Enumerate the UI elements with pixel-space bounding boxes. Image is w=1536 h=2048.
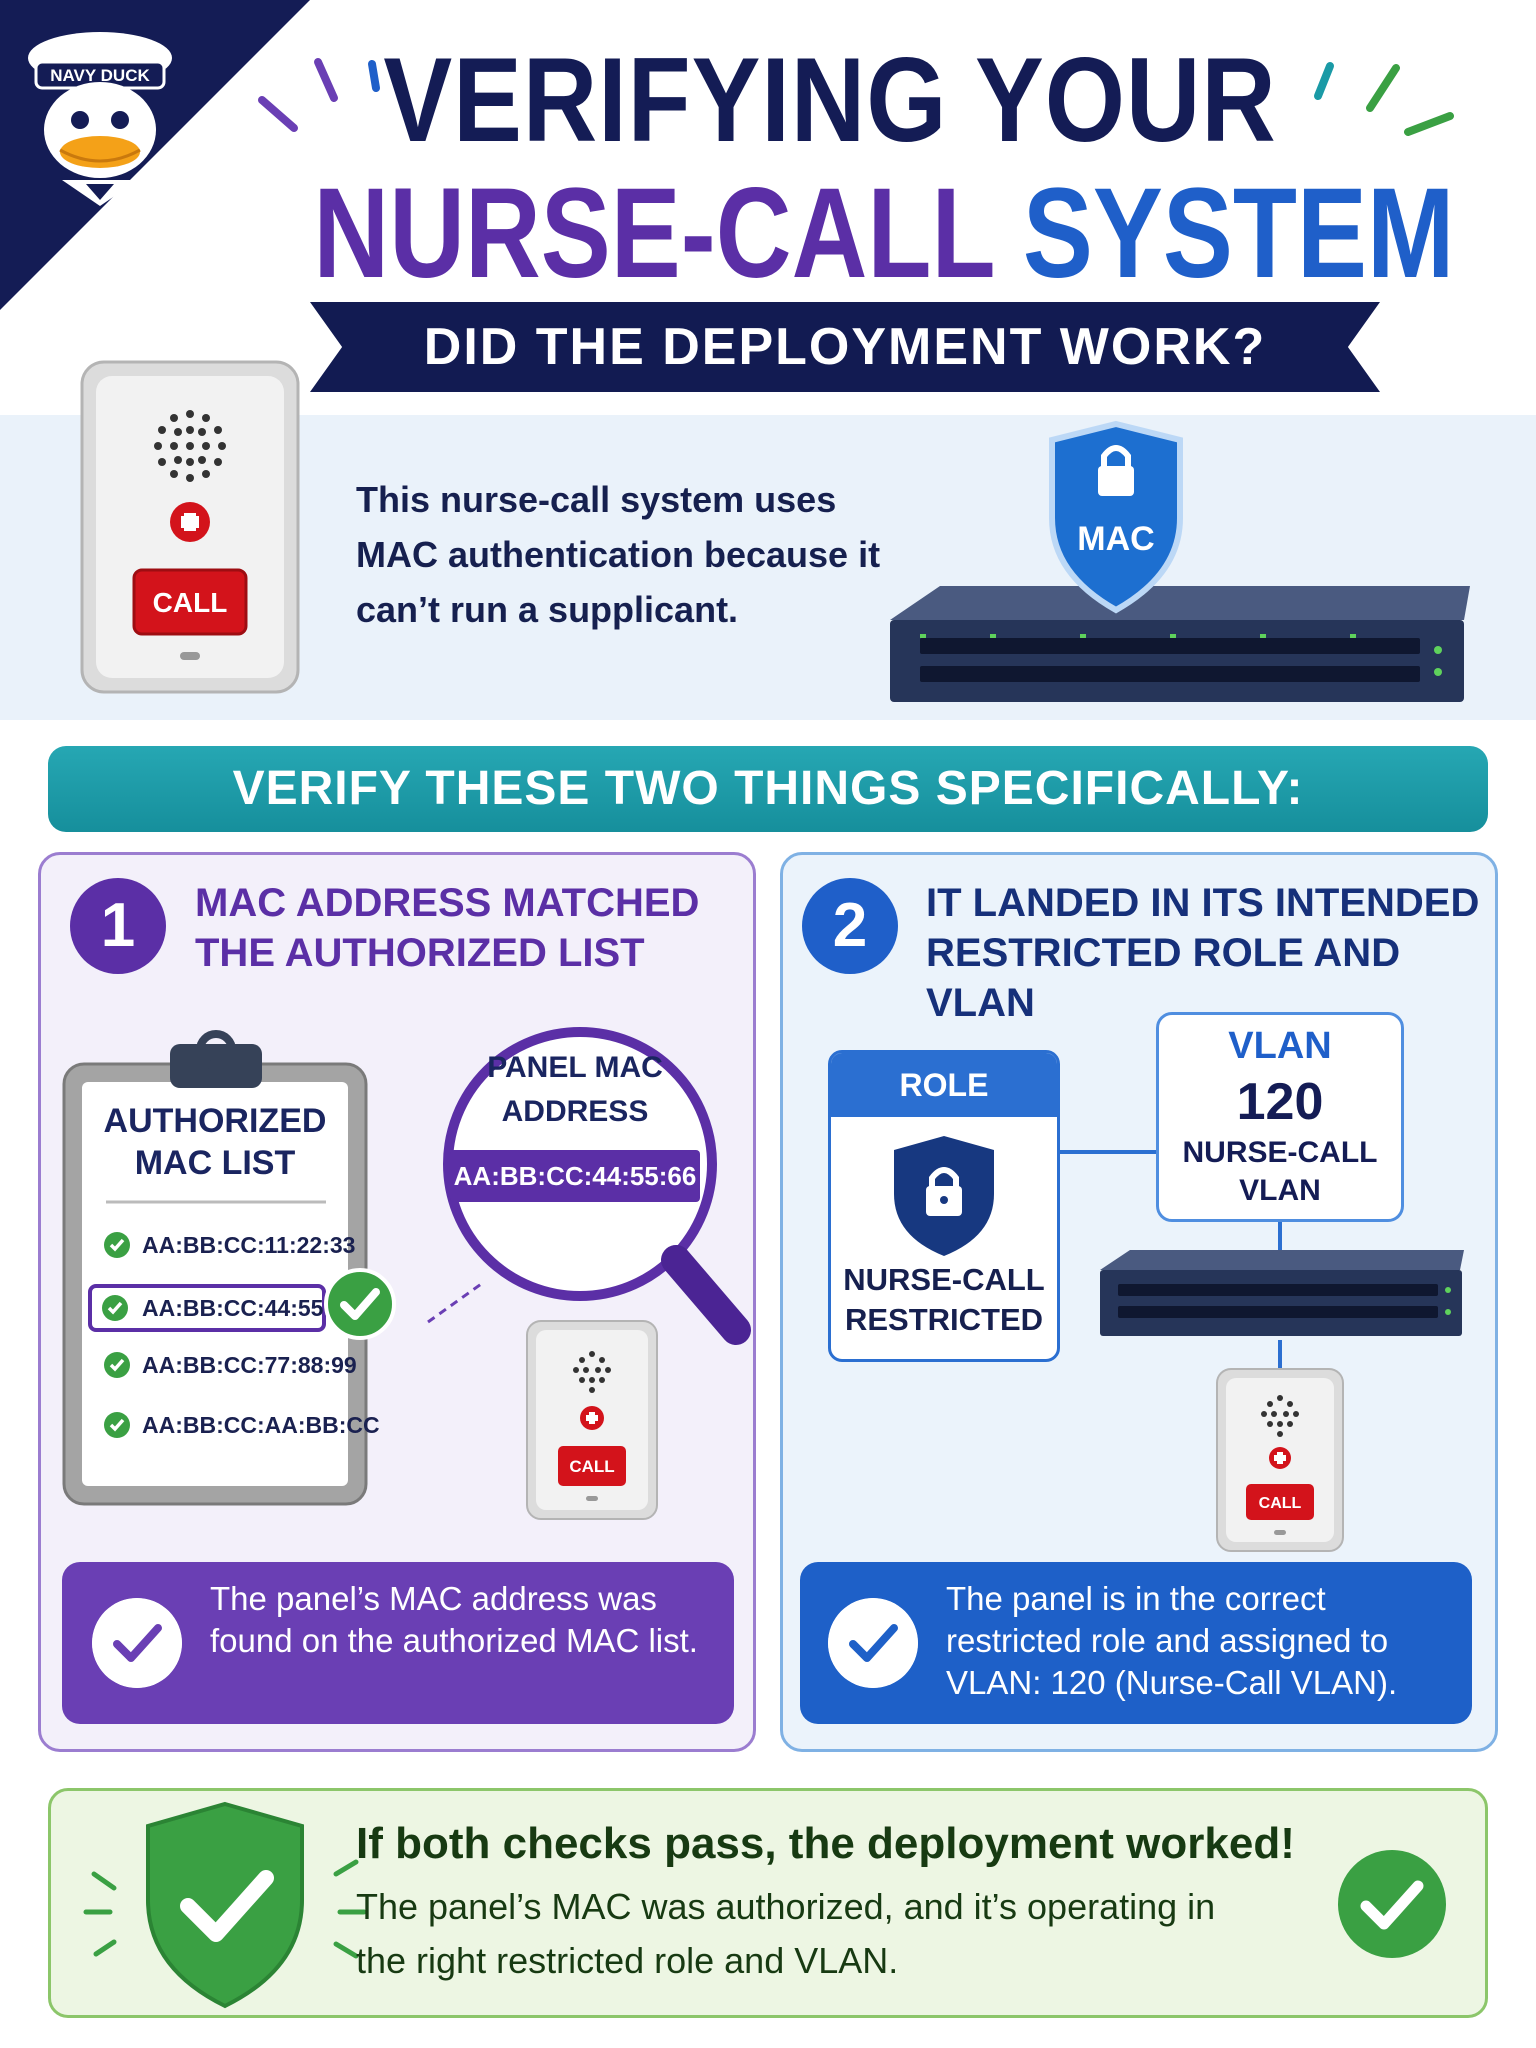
shield-mac-label: MAC [1077,520,1154,558]
check2-heading: IT LANDED IN ITS INTENDED RESTRICTED ROL… [926,881,1480,1025]
title-line-1: VERIFYING YOUR [383,33,1277,167]
mac-list-item: AA:BB:CC:77:88:99 [100,1344,357,1386]
check-circle-icon [104,1352,130,1378]
call-button-label: CALL [153,587,228,618]
vlan-heading: VLAN [1228,1025,1332,1067]
network-switch-icon [1100,1250,1464,1336]
check-circle-icon [104,1232,130,1258]
role-heading: ROLE [831,1053,1057,1117]
check-icon [828,1598,918,1688]
mac-list-item: AA:BB:CC:AA:BB:CC [100,1404,380,1446]
step-number-1: 1 [70,878,166,974]
role-label: NURSE-CALL RESTRICTED [843,1262,1045,1337]
matched-check-icon [324,1268,396,1340]
subtitle-banner-text: DID THE DEPLOYMENT WORK? [423,318,1267,376]
panel-mac-title: PANEL MAC ADDRESS [487,1051,663,1128]
vlan-label: NURSE-CALL VLAN [1182,1136,1378,1207]
title-line-2: NURSE-CALL SYSTEM [313,170,1454,298]
intro-text: This nurse-call system uses MAC authenti… [356,479,881,630]
mac-list-item: AA:BB:CC:11:22:33 [100,1224,355,1266]
vlan-box [1156,1012,1404,1222]
step-number-2: 2 [802,878,898,974]
navy-duck-corner-badge: NAVY DUCK [0,0,310,310]
panel-mac-value: AA:BB:CC:44:55:66 [450,1150,700,1202]
footer-title: If both checks pass, the deployment work… [356,1819,1295,1868]
nurse-call-panel-icon: CALL [80,360,300,694]
check-icon [92,1598,182,1688]
verify-bar: VERIFY THESE TWO THINGS SPECIFICALLY: [48,746,1488,832]
green-shield-check-icon [83,1801,367,2009]
vlan-number: 120 [1236,1073,1324,1131]
call-button-label: CALL [1259,1495,1302,1512]
check-circle-icon [104,1412,130,1438]
mac-shield-icon [1049,420,1183,614]
check-circle-icon [1338,1850,1446,1958]
footer-body: The panel’s MAC was authorized, and it’s… [356,1886,1216,1981]
check2-result-text: The panel is in the correct restricted r… [946,1580,1398,1701]
connection-lines [1060,1150,1282,1368]
lock-shield-icon [894,1136,994,1256]
authorized-mac-list-title: AUTHORIZED MAC LIST [103,1102,327,1182]
check1-heading: MAC ADDRESS MATCHED THE AUTHORIZED LIST [195,881,700,975]
title-nurse-call: NURSE-CALL [313,162,994,305]
check1-result-text: The panel’s MAC address was found on the… [210,1580,698,1659]
title-system: SYSTEM [1022,162,1455,305]
nurse-call-panel-icon: CALL [1216,1368,1344,1552]
call-button-label: CALL [569,1457,614,1476]
subtitle-banner [310,302,1380,392]
mac-list-item-matched: AA:BB:CC:44:55:66 [88,1284,357,1332]
network-switch-icon: MAC [890,420,1470,702]
check-circle-icon [102,1295,128,1321]
nurse-call-panel-icon: CALL [526,1320,658,1520]
badge-label: NAVY DUCK [50,66,150,85]
